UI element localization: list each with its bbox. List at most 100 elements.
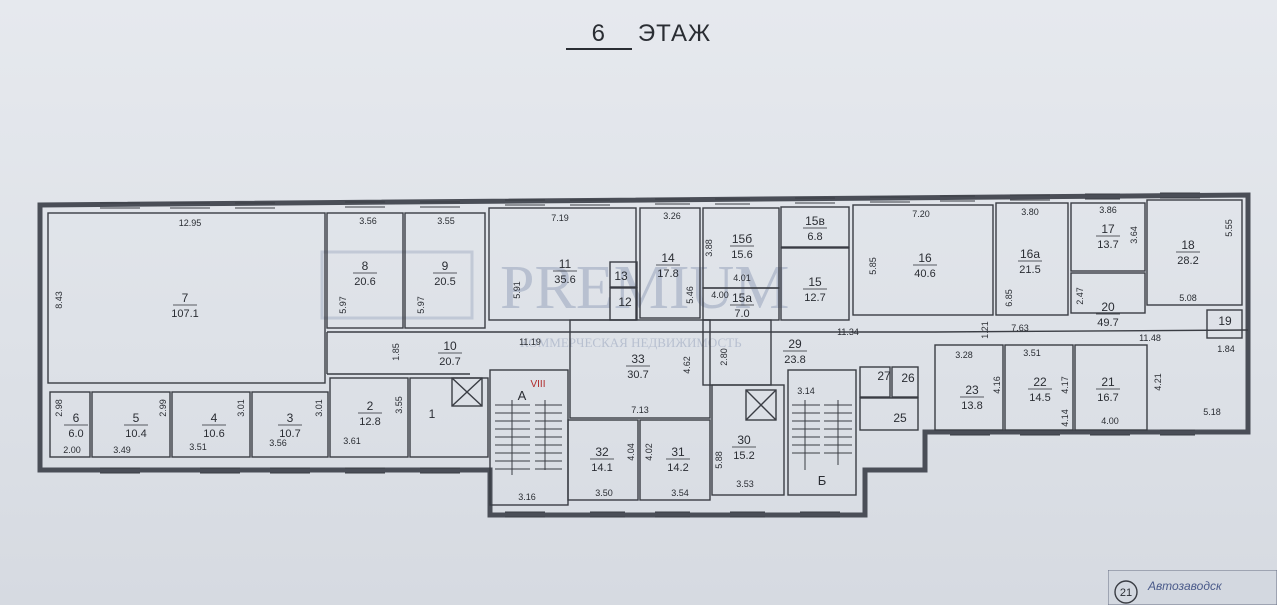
- room-23: 23 13.8: [960, 383, 984, 412]
- room-area: 10.4: [125, 428, 146, 440]
- room-18: 18 28.2: [1176, 238, 1200, 267]
- dimension-22: 5.08: [1179, 293, 1197, 303]
- dimension-50: 3.14: [797, 386, 815, 396]
- room-area: 21.5: [1019, 264, 1040, 276]
- room-area: 28.2: [1177, 255, 1198, 267]
- room-number: 8: [362, 259, 369, 273]
- room-number: 15а: [732, 291, 752, 305]
- dimension-28: 11.48: [1139, 333, 1161, 343]
- watermark-tagline: КОММЕРЧЕСКАЯ НЕДВИЖИМОСТЬ: [520, 335, 742, 350]
- dimension-8: 5.91: [512, 281, 522, 299]
- room-area: 13.8: [961, 400, 982, 412]
- room-area: 15.2: [733, 450, 754, 462]
- room-area: 14.5: [1029, 392, 1050, 404]
- room-area: 10.6: [203, 428, 224, 440]
- room-number: 22: [1033, 375, 1047, 389]
- room-12: 12: [618, 295, 632, 309]
- dimension-41: 3.55: [394, 396, 404, 414]
- room-number: 1: [429, 407, 436, 421]
- dimension-7: 7.19: [551, 213, 569, 223]
- stair-treads: [495, 400, 852, 475]
- dimension-33: 2.98: [54, 399, 64, 417]
- dimension-32: 7.13: [631, 405, 649, 415]
- dimension-38: 3.51: [189, 442, 207, 452]
- dimension-48: 3.53: [736, 479, 754, 489]
- room-number: 18: [1181, 238, 1195, 252]
- room-number: 12: [618, 295, 632, 309]
- room-number: 32: [595, 445, 609, 459]
- room-area: 49.7: [1097, 317, 1118, 329]
- room-area: 10.7: [279, 428, 300, 440]
- dimension-17: 6.85: [1004, 289, 1014, 307]
- dimension-55: 4.14: [1060, 409, 1070, 427]
- dimension-57: 4.21: [1153, 373, 1163, 391]
- dimension-31: 2.80: [719, 348, 729, 366]
- room-number: 23: [965, 383, 979, 397]
- dimension-11: 3.88: [704, 239, 714, 257]
- room-4: 410.6: [202, 411, 226, 440]
- room-number: 21: [1101, 375, 1115, 389]
- dimension-18: 3.86: [1099, 205, 1117, 215]
- room-area: 13.7: [1097, 239, 1118, 251]
- room-area: 6.0: [68, 428, 83, 440]
- dimension-51: 3.28: [955, 350, 973, 360]
- stair-roman-label: VIII: [530, 379, 545, 390]
- room-number: 31: [671, 445, 685, 459]
- dimension-16: 3.80: [1021, 207, 1039, 217]
- room-number: 15б: [732, 232, 752, 246]
- room-area: 40.6: [914, 268, 935, 280]
- dimension-45: 3.50: [595, 488, 613, 498]
- room-area: 16.7: [1097, 392, 1118, 404]
- room-number: 10: [443, 339, 457, 353]
- room-number: 9: [442, 259, 449, 273]
- room-area: 7.0: [734, 308, 749, 320]
- room-area: 23.8: [784, 354, 805, 366]
- room-number: 7: [182, 291, 189, 305]
- floor-word: ЭТАЖ: [637, 20, 712, 47]
- room-22: 22 14.5: [1028, 375, 1052, 404]
- dimension-25: 11.34: [837, 327, 859, 337]
- walls: [37, 192, 1251, 518]
- stair-a-label: А: [518, 388, 527, 403]
- dimension-29: 1.84: [1217, 344, 1235, 354]
- room-27: 27: [877, 369, 891, 383]
- dimension-19: 3.64: [1129, 226, 1139, 244]
- dimension-13: 4.00: [711, 290, 729, 300]
- dimension-53: 3.51: [1023, 348, 1041, 358]
- dimension-34: 2.00: [63, 445, 81, 455]
- room-25: 25: [893, 411, 907, 425]
- room-number: 33: [631, 352, 645, 366]
- dimension-labels: 12.958.433.565.973.555.977.195.913.265.4…: [54, 205, 1235, 502]
- dimension-39: 3.01: [314, 399, 324, 417]
- dimension-3: 3.56: [359, 216, 377, 226]
- room-area: 30.7: [627, 369, 648, 381]
- room-area: 20.5: [434, 276, 455, 288]
- dimension-2: 8.43: [54, 291, 64, 309]
- room-2: 212.8: [358, 399, 382, 428]
- room-area: 12.7: [804, 292, 825, 304]
- room-21: 21 16.7: [1096, 375, 1120, 404]
- dimension-49: 3.16: [518, 492, 536, 502]
- room-5: 510.4: [124, 411, 148, 440]
- watermark: PREMIUM КОММЕРЧЕСКАЯ НЕДВИЖИМОСТЬ: [320, 250, 789, 350]
- room-number: 5: [133, 411, 140, 425]
- room-number: 4: [211, 411, 218, 425]
- dimension-10: 5.46: [685, 286, 695, 304]
- room-number: 19: [1218, 314, 1232, 328]
- room-32: 32 14.1: [590, 445, 614, 474]
- dimension-9: 3.26: [663, 211, 681, 221]
- dimension-56: 4.00: [1101, 416, 1119, 426]
- dimension-54: 4.17: [1060, 376, 1070, 394]
- dimension-43: 4.04: [626, 443, 636, 461]
- room-area: 14.1: [591, 462, 612, 474]
- stamp-number: 21: [1120, 587, 1132, 599]
- room-3: 310.7: [278, 411, 302, 440]
- dimension-27: 7.63: [1011, 323, 1029, 333]
